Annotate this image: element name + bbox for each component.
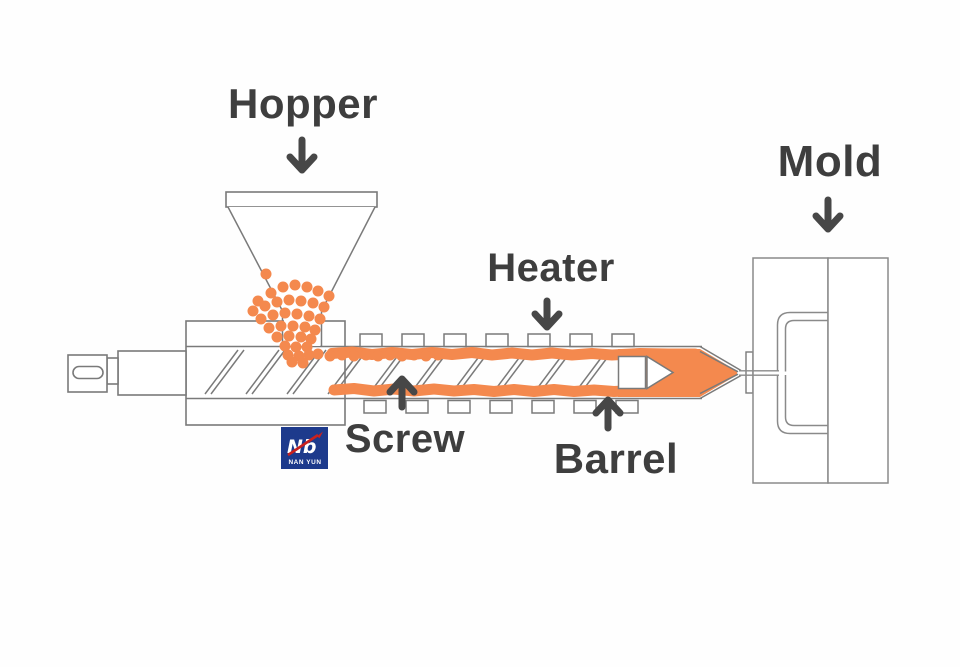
heater-band <box>527 333 551 348</box>
drive-shaft <box>67 350 187 396</box>
heater-band <box>489 399 513 414</box>
heater-band <box>531 399 555 414</box>
mold-label: Mold <box>777 137 883 186</box>
heater-band <box>611 333 635 348</box>
hopper-funnel <box>225 191 378 347</box>
sprue-channel <box>739 370 779 376</box>
heater-band <box>401 333 425 348</box>
shaft-keyway-slot <box>72 365 104 380</box>
heater-band <box>363 399 387 414</box>
nanyun-logo-text: NAN YUN <box>287 459 322 466</box>
heater-band <box>405 399 429 414</box>
heater-band <box>359 333 383 348</box>
heater-band <box>447 399 471 414</box>
sprue-bushing <box>745 351 754 394</box>
sprue-gap <box>775 371 787 375</box>
nozzle <box>699 345 742 400</box>
nanyun-logo: Nb NAN YUN <box>281 427 328 469</box>
heater-arrow-down-icon <box>531 297 563 331</box>
screw-label: Screw <box>344 417 466 461</box>
heater-bands <box>359 333 639 414</box>
barrel-label: Barrel <box>553 435 679 482</box>
heater-band <box>443 333 467 348</box>
heater-label: Heater <box>487 246 615 290</box>
mold-arrow-down-icon <box>812 196 844 233</box>
heater-band <box>573 399 597 414</box>
hopper-rim <box>225 191 378 208</box>
screw-arrow-up-icon <box>386 375 418 411</box>
heater-band <box>569 333 593 348</box>
mold-plate-right <box>827 257 889 484</box>
mold-block <box>752 257 889 484</box>
barrel-arrow-up-icon <box>592 396 624 432</box>
nanyun-logo-mark-icon: Nb <box>287 431 323 458</box>
screw-tip <box>617 355 675 390</box>
hopper-label: Hopper <box>228 80 378 127</box>
plastic-pellets <box>247 268 444 369</box>
heater-band <box>485 333 509 348</box>
hopper-arrow-down-icon <box>286 136 318 174</box>
